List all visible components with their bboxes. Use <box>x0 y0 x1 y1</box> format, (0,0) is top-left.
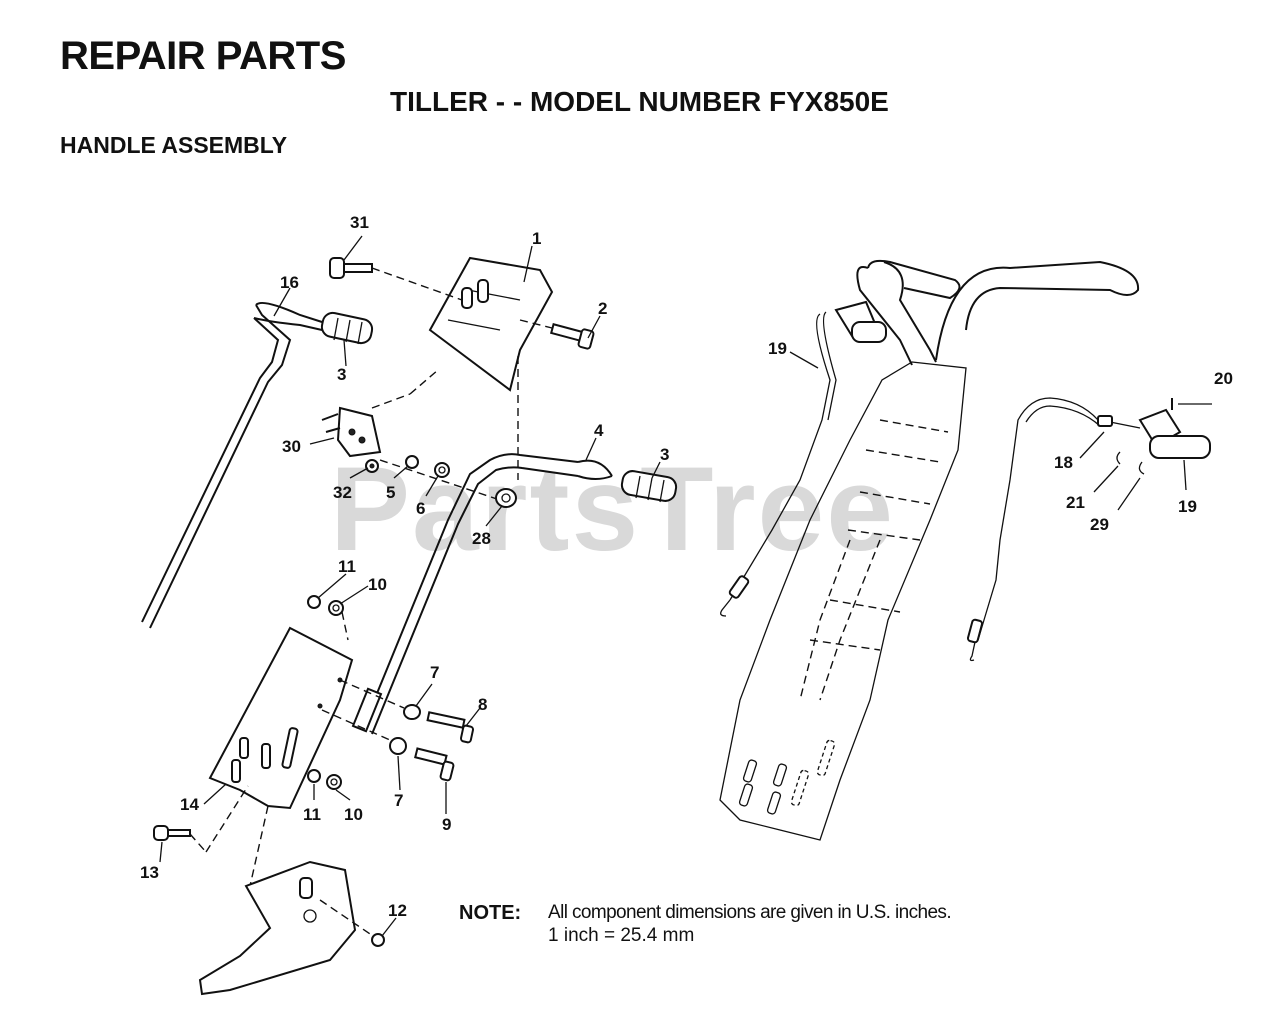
callout-14: 14 <box>180 795 199 814</box>
callout-11-lower: 11 <box>303 805 321 824</box>
callout-16: 16 <box>280 273 299 292</box>
callout-31: 31 <box>350 213 369 232</box>
watermark: PartsTree <box>330 442 896 576</box>
washers-5-6-28 <box>379 455 517 508</box>
nut-washer-upper <box>307 595 349 641</box>
callout-5: 5 <box>386 483 395 502</box>
lower-bracket <box>198 805 385 996</box>
leader-lines-left <box>159 235 661 937</box>
handle-right-tube <box>351 356 613 735</box>
bolt-9-set <box>321 709 455 782</box>
callout-10-lower: 10 <box>344 805 363 824</box>
callout-12: 12 <box>388 901 407 920</box>
bolt-31 <box>329 257 463 301</box>
note-line-2: 1 inch = 25.4 mm <box>548 925 695 946</box>
model-subtitle: TILLER - - MODEL NUMBER FYX850E <box>390 86 889 117</box>
note-line-1: All component dimensions are given in U.… <box>548 902 952 923</box>
nut-32 <box>365 459 379 473</box>
assembled-handle <box>719 259 1211 841</box>
grip-left <box>320 311 374 345</box>
leader-lines-right <box>789 351 1212 511</box>
section-heading: HANDLE ASSEMBLY <box>60 132 288 158</box>
callout-30: 30 <box>282 437 301 456</box>
grip-right <box>620 470 678 503</box>
callout-28: 28 <box>472 529 491 548</box>
plate-cover <box>428 256 554 392</box>
callout-4: 4 <box>594 421 604 440</box>
bracket-30 <box>321 369 439 458</box>
handle-left-tube <box>141 302 323 629</box>
callout-19-left: 19 <box>768 339 787 358</box>
callout-11-upper: 11 <box>338 557 356 576</box>
note-label: NOTE: <box>459 902 522 924</box>
callout-18: 18 <box>1054 453 1073 472</box>
callout-13: 13 <box>140 863 159 882</box>
bolt-13 <box>153 785 249 853</box>
callout-9: 9 <box>442 815 451 834</box>
callout-10-upper: 10 <box>368 575 387 594</box>
bracket-14 <box>208 626 354 810</box>
callout-20: 20 <box>1214 369 1233 388</box>
bolt-8-set <box>339 679 474 744</box>
callout-21: 21 <box>1066 493 1085 512</box>
page-title: REPAIR PARTS <box>60 34 346 78</box>
callout-7-upper: 7 <box>430 663 439 682</box>
callout-19-right: 19 <box>1178 497 1197 516</box>
callout-1: 1 <box>532 229 541 248</box>
callout-29: 29 <box>1090 515 1109 534</box>
callout-2: 2 <box>598 299 607 318</box>
callout-6: 6 <box>416 499 425 518</box>
callout-8: 8 <box>478 695 487 714</box>
callout-3-left: 3 <box>337 365 346 384</box>
callout-32: 32 <box>333 483 352 502</box>
nut-washer-lower <box>307 769 342 790</box>
callout-7-lower: 7 <box>394 791 403 810</box>
callout-3-right: 3 <box>660 445 669 464</box>
